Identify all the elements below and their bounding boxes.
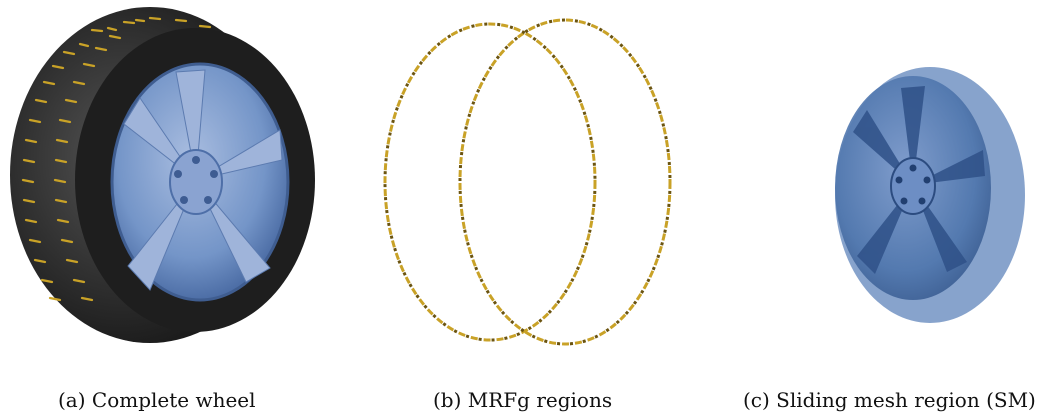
mrfg-ring-inner (385, 24, 595, 340)
complete-wheel-illustration (0, 0, 330, 370)
sliding-mesh-illustration (735, 0, 1059, 370)
panel-complete-wheel: (a) Complete wheel (0, 0, 330, 418)
mrfg-dash-rings (385, 20, 670, 344)
panel-sliding-mesh: (c) Sliding mesh region (SM) (735, 0, 1059, 418)
panel-mrfg-regions: (b) MRFg regions (360, 0, 690, 418)
caption-mrfg-regions: (b) MRFg regions (433, 388, 612, 412)
caption-sliding-mesh: (c) Sliding mesh region (SM) (743, 388, 1036, 412)
caption-complete-wheel: (a) Complete wheel (58, 388, 256, 412)
mrfg-regions-illustration (360, 0, 690, 370)
mrfg-dash-rings-dark (385, 20, 670, 344)
